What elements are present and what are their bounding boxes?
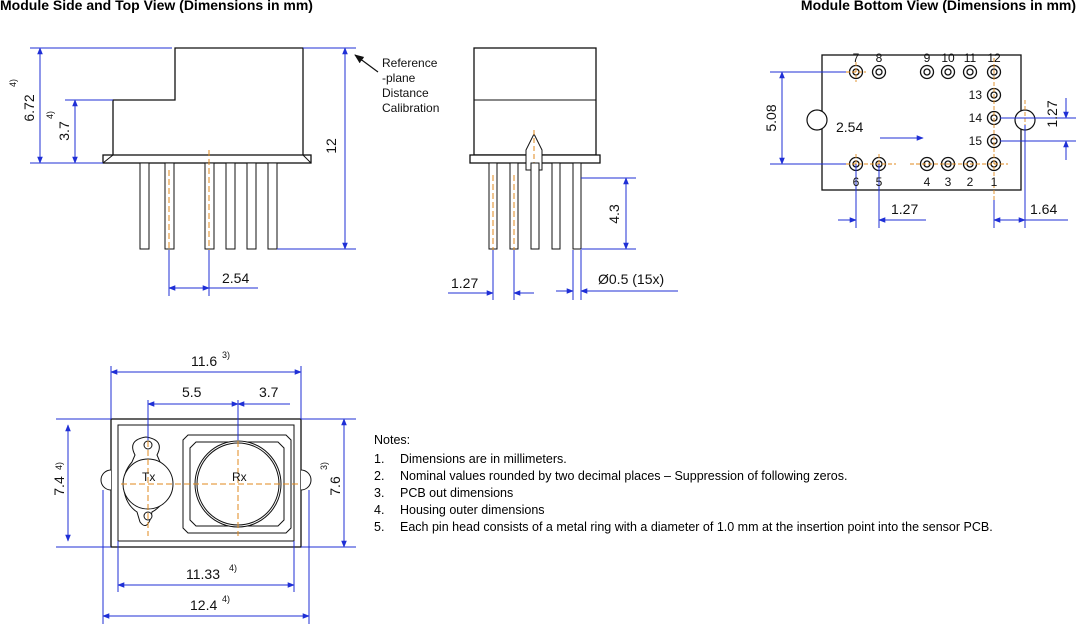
note-text: Nominal values rounded by two decimal pl…	[400, 469, 848, 483]
note-item: 1. Dimensions are in millimeters.	[374, 451, 993, 468]
pin-number-label: 12	[987, 51, 1001, 65]
pin-10-hole	[944, 68, 952, 76]
note-number: 1.	[374, 452, 385, 466]
pin-number-label: 3	[945, 175, 952, 189]
note-number: 3.	[374, 486, 385, 500]
reference-note-line-3: Distance	[382, 86, 429, 100]
note-number: 4.	[374, 503, 385, 517]
dim-12-4-note: 4)	[222, 594, 230, 604]
dim-6-72: 6.72	[21, 94, 37, 121]
dim-bottom-2-54: 2.54	[836, 119, 863, 135]
dim-front-pitch: 1.27	[451, 275, 478, 291]
top-view: Tx Rx 11.6 3) 5.5 3.7 7.4 4)	[51, 350, 356, 624]
reference-note-line-4: Calibration	[382, 101, 439, 115]
note-number: 2.	[374, 469, 385, 483]
note-text: Each pin head consists of a metal ring w…	[400, 520, 993, 534]
dim-7-4: 7.4	[51, 476, 67, 496]
note-item: 4. Housing outer dimensions	[374, 502, 993, 519]
dim-3-7-top: 3.7	[259, 384, 279, 400]
note-item: 2. Nominal values rounded by two decimal …	[374, 468, 993, 485]
dim-5-5: 5.5	[182, 384, 202, 400]
pin-number-label: 2	[967, 175, 974, 189]
dim-7-6: 7.6	[327, 476, 343, 496]
dim-pin-diameter: Ø0.5 (15x)	[598, 271, 664, 287]
note-text: PCB out dimensions	[400, 486, 514, 500]
note-text: Dimensions are in millimeters.	[400, 452, 567, 466]
dim-12: 12	[323, 138, 339, 154]
note-item: 5. Each pin head consists of a metal ring…	[374, 519, 993, 536]
side-view: 6.72 4) 3.7 4) 12 2.54 Reference -plane …	[8, 47, 439, 296]
pin-number-label: 7	[853, 51, 860, 65]
notes-block: Notes: 1.Dimensions are in millimeters. …	[374, 432, 993, 536]
dim-4-3: 4.3	[606, 204, 622, 224]
dim-1-64: 1.64	[1030, 201, 1057, 217]
dim-11-6-note: 3)	[222, 350, 230, 360]
bottom-view-title: Module Bottom View (Dimensions in mm)	[800, 0, 1076, 13]
dim-bottom-1-27: 1.27	[891, 201, 918, 217]
pin-9-hole	[923, 68, 931, 76]
pin-number-label: 5	[876, 175, 883, 189]
notes-heading: Notes:	[374, 433, 411, 447]
pin-number-label: 13	[969, 88, 983, 102]
dim-7-6-note: 3)	[319, 462, 329, 470]
reference-note-line-1: Reference	[382, 56, 438, 70]
dim-6-72-note: 4)	[8, 79, 18, 87]
pin-11-hole	[966, 68, 974, 76]
note-item: 3. PCB out dimensions	[374, 485, 993, 502]
reference-note-line-2: -plane	[382, 71, 416, 85]
front-view: 4.3 1.27 Ø0.5 (15x)	[448, 47, 678, 300]
pin-number-label: 6	[853, 175, 860, 189]
label-tx: Tx	[142, 470, 155, 484]
dim-11-6: 11.6	[191, 353, 217, 369]
pin-number-label: 15	[969, 134, 983, 148]
dim-side-1-27: 1.27	[1044, 100, 1060, 127]
pin-number-label: 14	[969, 111, 983, 125]
pin-8-hole	[875, 68, 883, 76]
pin-number-label: 11	[964, 51, 977, 65]
pin-number-label: 8	[876, 51, 883, 65]
note-text: Housing outer dimensions	[400, 503, 545, 517]
dim-11-33-note: 4)	[229, 563, 237, 573]
side-top-view-title: Module Side and Top View (Dimensions in …	[0, 0, 313, 13]
dim-7-4-note: 4)	[54, 462, 64, 470]
dim-3-7-note: 4)	[45, 111, 55, 119]
dim-5-08: 5.08	[763, 104, 779, 131]
label-rx: Rx	[232, 470, 247, 484]
dim-12-4: 12.4	[190, 597, 217, 613]
pin-number-label: 9	[924, 51, 931, 65]
pin-number-label: 4	[924, 175, 931, 189]
dim-11-33: 11.33	[186, 566, 220, 582]
dim-side-pitch: 2.54	[222, 270, 249, 286]
dim-3-7: 3.7	[56, 121, 72, 141]
pin-number-label: 10	[941, 51, 955, 65]
pin-number-label: 1	[991, 175, 998, 189]
note-number: 5.	[374, 520, 385, 534]
